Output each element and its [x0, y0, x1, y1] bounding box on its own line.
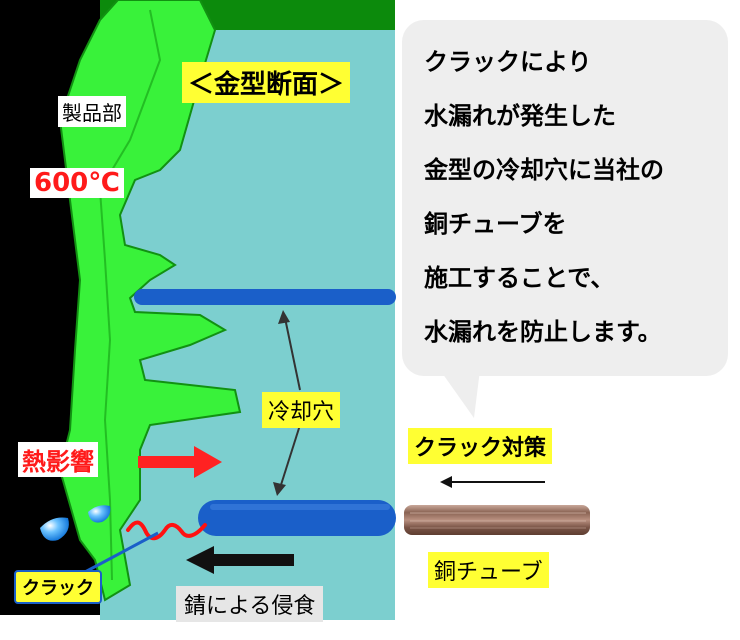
- insertion-arrow-head: [440, 476, 452, 488]
- heat-arrow-shaft: [138, 456, 196, 468]
- crack-line: [126, 520, 207, 541]
- product-part-label: 製品部: [58, 96, 126, 127]
- bubble-line: 銅チューブを: [424, 210, 567, 238]
- erosion-arrow-shaft: [212, 554, 294, 566]
- copper-tube-label: 銅チューブ: [428, 552, 549, 588]
- heat-arrow-head: [194, 446, 222, 478]
- water-drop-icon: [88, 505, 111, 523]
- pointer-line-down: [279, 424, 301, 489]
- temperature-label: 600℃: [30, 168, 124, 198]
- cooling-channel-upper: [134, 289, 396, 305]
- crack-label: クラック: [14, 570, 102, 604]
- product-zone-contour: [98, 9, 162, 581]
- mold-section-label: ＜金型断面＞: [182, 62, 351, 103]
- water-drop-icon: [40, 517, 69, 541]
- crack-countermeasure-label: クラック対策: [408, 428, 553, 464]
- pointer-arrowhead-up: [278, 310, 290, 324]
- heat-effect-label: 熱影響: [18, 442, 98, 477]
- cooling-hole-label: 冷却穴: [262, 392, 341, 428]
- erosion-arrow-head: [186, 546, 214, 574]
- speech-bubble-tail: [440, 370, 480, 418]
- crack-pointer-line: [84, 531, 159, 574]
- pointer-line-up: [284, 317, 301, 391]
- pointer-arrowhead-down: [273, 482, 286, 496]
- product-zone: [58, 0, 242, 602]
- copper-tube: [404, 505, 590, 535]
- bubble-line: 金型の冷却穴に当社の: [424, 156, 664, 184]
- bubble-line: クラックにより: [424, 48, 592, 76]
- rust-erosion-label: 錆による侵食: [176, 586, 324, 622]
- bubble-line: 水漏れが発生した: [424, 102, 616, 130]
- bubble-line: 施工することで、: [424, 264, 615, 292]
- cooling-channel-lower-highlight: [210, 504, 390, 510]
- bubble-line: 水漏れを防止します。: [424, 318, 662, 346]
- speech-bubble: クラックにより 水漏れが発生した 金型の冷却穴に当社の 銅チューブを 施工するこ…: [402, 20, 728, 376]
